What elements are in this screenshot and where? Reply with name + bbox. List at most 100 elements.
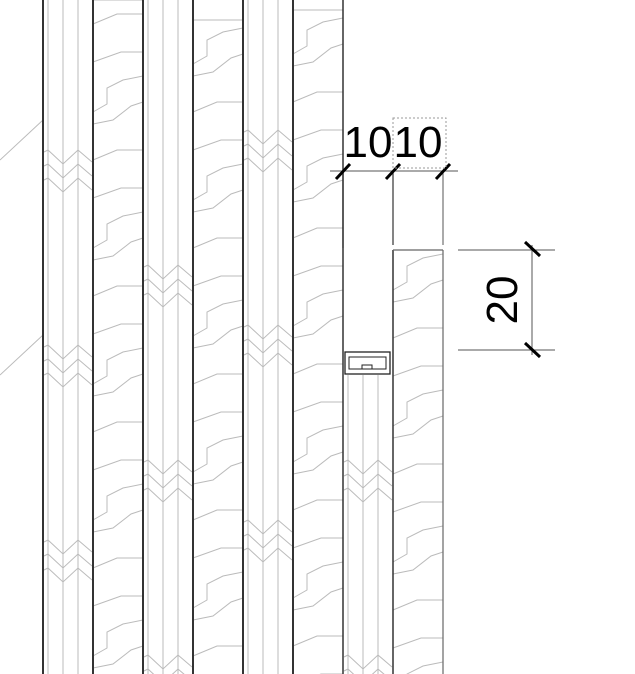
- grain-line: [392, 279, 444, 303]
- grain-line: [0, 334, 44, 376]
- grain-chevron: [43, 344, 93, 360]
- grain-chevron: [43, 539, 93, 555]
- grain-chevron: [143, 292, 193, 308]
- grain-line: [92, 421, 143, 433]
- grain-line: [392, 551, 444, 575]
- grain-line: [192, 435, 244, 473]
- grain-line: [92, 211, 144, 249]
- grain-line: [92, 347, 144, 385]
- grain-line: [192, 139, 243, 151]
- grain-line: [292, 537, 343, 549]
- grain-line: [0, 119, 44, 161]
- grain-line: [292, 587, 344, 611]
- grain-line: [292, 17, 344, 55]
- grain-line: [392, 415, 444, 439]
- grain-chevron: [143, 668, 185, 674]
- grain-line: [192, 411, 243, 423]
- grain-chevron: [43, 177, 93, 193]
- grain-line: [92, 285, 143, 297]
- dimension-label-height: 20: [478, 276, 527, 325]
- grain-chevron: [243, 352, 293, 368]
- grain-chevron: [243, 547, 293, 563]
- grain-chevron: [43, 567, 93, 583]
- grain-chevron: [343, 668, 385, 674]
- grain-chevron: [43, 149, 93, 165]
- grain-line: [292, 401, 343, 413]
- grain-line: [192, 645, 243, 657]
- grain-line: [92, 149, 143, 161]
- grain-line: [192, 299, 244, 337]
- grain-chevron: [343, 654, 393, 670]
- grain-line: [192, 27, 244, 65]
- grain-line: [292, 91, 343, 103]
- grain-line: [292, 265, 343, 277]
- grain-chevron: [143, 264, 193, 280]
- grain-line: [192, 163, 244, 201]
- grain-line: [292, 289, 344, 327]
- grain-chevron: [243, 129, 293, 145]
- grain-line: [392, 599, 443, 611]
- grain-chevron: [343, 487, 393, 503]
- grain-chevron: [43, 553, 93, 569]
- grain-line: [92, 373, 144, 397]
- grain-line: [392, 525, 444, 563]
- grain-line: [292, 315, 344, 339]
- grain-line: [192, 53, 244, 77]
- grain-line: [406, 661, 444, 674]
- grain-line: [92, 75, 144, 113]
- grain-chevron: [243, 338, 293, 354]
- grain-chevron: [243, 143, 293, 159]
- grain-line: [192, 373, 243, 385]
- dimension-label-width-1: 10: [344, 118, 393, 167]
- grain-chevron: [43, 358, 93, 374]
- grain-line: [392, 501, 443, 513]
- grain-chevron: [243, 519, 293, 535]
- grain-line: [92, 483, 144, 521]
- grain-line: [92, 645, 144, 669]
- grain-line: [392, 327, 443, 339]
- grain-chevron: [343, 459, 393, 475]
- grain-line: [292, 153, 344, 191]
- grain-chevron: [43, 163, 93, 179]
- grain-line: [92, 557, 143, 569]
- grain-chevron: [143, 487, 193, 503]
- grain-line: [92, 619, 144, 657]
- grain-line: [392, 463, 443, 475]
- grain-line: [92, 51, 143, 63]
- grain-chevron: [243, 157, 293, 173]
- grain-line: [92, 237, 144, 261]
- grain-line: [292, 227, 343, 239]
- dimensions: [330, 117, 555, 359]
- grain-line: [92, 509, 144, 533]
- grain-line: [192, 597, 244, 621]
- grain-line: [292, 43, 344, 67]
- grain-line: [92, 595, 143, 607]
- grain-chevron: [143, 459, 193, 475]
- grain-chevron: [43, 372, 93, 388]
- fixing-clip: [344, 351, 391, 375]
- grain-line: [92, 323, 143, 335]
- grain-line: [292, 499, 343, 511]
- grain-line: [392, 389, 444, 427]
- grain-line: [292, 179, 344, 203]
- grain-chevron: [243, 324, 293, 340]
- grain-line: [192, 571, 244, 609]
- grain-line: [92, 187, 143, 199]
- grain-chevron: [143, 278, 193, 294]
- grain-line: [192, 101, 243, 113]
- grain-line: [92, 459, 143, 471]
- grain-line: [192, 509, 243, 521]
- grain-chevron: [143, 473, 193, 489]
- grain-line: [92, 13, 143, 25]
- grain-line: [292, 451, 344, 475]
- board-outlines: [42, 0, 444, 674]
- wood-grain: [0, 0, 444, 674]
- grain-line: [292, 129, 343, 141]
- grain-line: [292, 363, 343, 375]
- grain-line: [192, 325, 244, 349]
- grain-line: [392, 637, 443, 649]
- grain-line: [192, 461, 244, 485]
- grain-line: [292, 561, 344, 599]
